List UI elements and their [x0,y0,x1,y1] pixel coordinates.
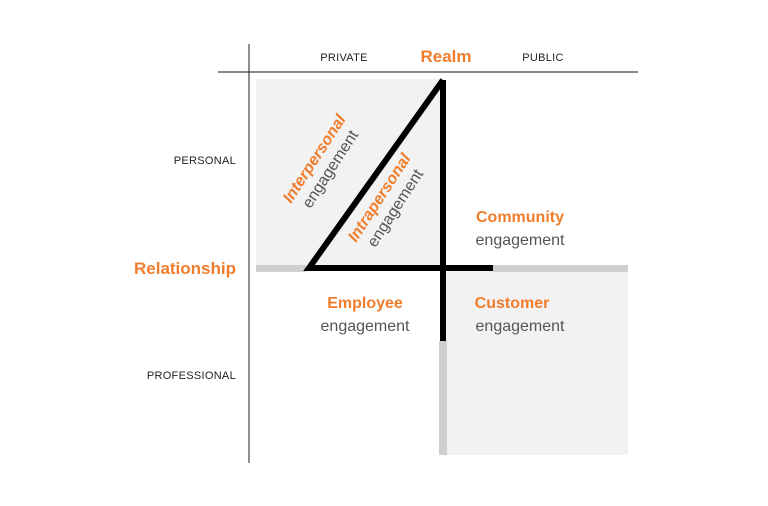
relationship-axis-bar-right [493,265,628,272]
relationship-label: Relationship [134,259,236,278]
realm-label: Realm [420,47,471,66]
community-title: Community [476,209,564,226]
customer-title: Customer [475,295,550,312]
private-personal-shade [256,79,443,268]
customer-subtitle: engagement [476,318,566,335]
four-figure [303,78,493,341]
realm-private-label: PRIVATE [320,52,368,64]
relationship-professional-label: PROFESSIONAL [147,370,236,382]
relationship-axis-bar-left [256,265,306,272]
employee-subtitle: engagement [321,318,411,335]
relationship-personal-label: PERSONAL [174,155,236,167]
community-subtitle: engagement [476,232,566,249]
realm-axis-bar-bottom [439,341,447,455]
realm-public-label: PUBLIC [522,52,564,64]
public-professional-shade [443,270,628,455]
employee-title: Employee [327,295,403,312]
